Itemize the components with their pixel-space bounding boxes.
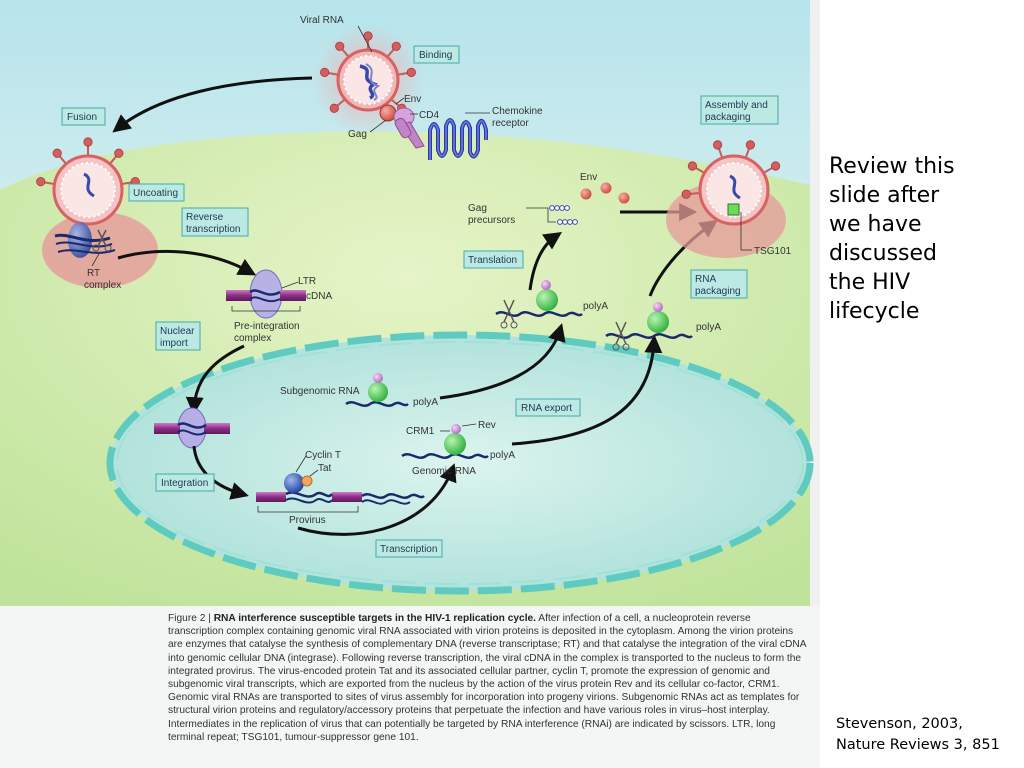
svg-text:RNA: RNA [695,274,716,285]
hiv-lifecycle-figure: Viral RNA Env CD4 Gag Chemokine receptor… [0,0,820,768]
nuclear-import-step-box: Nuclear import [155,321,201,351]
reverse-transcription-step-box: Reverse transcription [181,207,249,237]
translation-step-box: Translation [463,250,524,269]
nuclear-import-arrow [185,344,245,416]
provirus-label: Provirus [289,515,326,526]
cd4-label: CD4 [419,110,439,121]
cyclin-t-label: Cyclin T [305,450,341,461]
rt-label: RT [87,268,100,279]
translation-arrow [528,232,562,291]
cdna-pre-integration-complex [226,269,306,319]
gag-precursors [526,205,578,225]
polya-label-genomic: polyA [490,450,515,461]
transcription-arrow [297,463,457,536]
svg-text:Reverse: Reverse [186,212,224,223]
chemokine-label-2: receptor [492,118,529,129]
integration-step-box: Integration [155,473,215,492]
env-label-top: Env [404,94,421,105]
lifecycle-diagram: Viral RNA Env CD4 Gag Chemokine receptor… [0,0,820,768]
review-note: Review this slide after we have discusse… [829,152,1019,326]
citation-line: Nature Reviews 3, 851 [836,737,1000,753]
gag-precursors-label-1: Gag [468,203,487,214]
cytoplasmic-subgenomic-rna [495,280,583,329]
caption-figure-ref: Figure 2 | [168,613,214,624]
subgenomic-rna-label: Subgenomic RNA [280,386,360,397]
svg-text:Translation: Translation [468,255,517,266]
genomic-export-arrow [511,334,663,446]
rev-label: Rev [478,420,496,431]
citation-line: Stevenson, 2003, [836,716,963,732]
polya-label-nucleus: polyA [413,397,438,408]
note-line: discussed [829,241,938,266]
polya-label-cyto1: polyA [583,301,608,312]
transcription-step-box: Transcription [375,539,443,558]
env-proteins [580,182,630,204]
svg-text:transcription: transcription [186,224,240,235]
preint-label-2: complex [234,333,271,344]
caption-body: After infection of a cell, a nucleoprote… [168,613,806,743]
nuclear-envelope-inner [116,341,804,585]
gag-label-top: Gag [348,129,367,140]
svg-text:packaging: packaging [695,286,741,297]
binding-step-box: Binding [413,45,460,64]
note-line: lifecycle [829,299,920,324]
rna-export-step-box: RNA export [515,398,581,417]
cd4-receptor [379,104,425,149]
env-label-right: Env [580,172,597,183]
svg-text:Fusion: Fusion [67,112,97,123]
subgenomic-export-arrow [439,323,566,400]
reverse-transcription-arrow [117,249,257,276]
gag-precursors-label-2: precursors [468,215,515,226]
genomic-rna-complex [401,424,489,459]
rt-complex [54,222,116,258]
preint-label-1: Pre-integration [234,321,300,332]
virion-assembly [666,138,786,258]
tsg101-label: TSG101 [754,246,792,257]
nuclear-envelope [106,331,814,595]
viral-rna-label: Viral RNA [300,15,344,26]
svg-text:Nuclear: Nuclear [160,326,195,337]
integration-complex [154,407,230,449]
rt-complex-label: complex [84,280,121,291]
cdna-label: cDNA [306,291,332,302]
svg-text:Integration: Integration [161,478,208,489]
figure-caption: Figure 2 | RNA interference susceptible … [168,612,808,744]
svg-text:RNA export: RNA export [521,403,572,414]
fusion-arrow [112,76,313,133]
note-line: the HIV [829,270,911,295]
crm1-label: CRM1 [406,426,435,437]
svg-text:Assembly and: Assembly and [705,100,768,111]
citation: Stevenson, 2003, Nature Reviews 3, 851 [836,714,1024,756]
virion-binding [312,24,424,136]
figure-right-margin [810,0,820,606]
note-line: Review this [829,154,955,179]
chemokine-label-1: Chemokine [492,106,543,117]
ltr-label: LTR [298,276,316,287]
svg-text:Binding: Binding [419,50,452,61]
caption-background [0,606,820,768]
tat-label: Tat [318,463,332,474]
genomic-rna-label: Genomic RNA [412,466,476,477]
svg-text:packaging: packaging [705,112,751,123]
caption-title: RNA interference susceptible targets in … [213,613,537,624]
svg-text:import: import [160,338,188,349]
provirus [256,473,425,513]
svg-text:Uncoating: Uncoating [133,188,178,199]
assembly-packaging-step-box: Assembly and packaging [700,95,779,125]
note-line: we have [829,212,922,237]
subgenomic-rna [345,373,409,407]
cytoplasmic-genomic-rna [605,302,693,351]
polya-label-cyto2: polyA [696,322,721,333]
svg-text:Transcription: Transcription [380,544,437,555]
uncoating-step-box: Uncoating [128,183,185,202]
fusion-step-box: Fusion [61,107,106,126]
rna-packaging-step-box: RNA packaging [690,269,748,299]
note-line: slide after [829,183,940,208]
